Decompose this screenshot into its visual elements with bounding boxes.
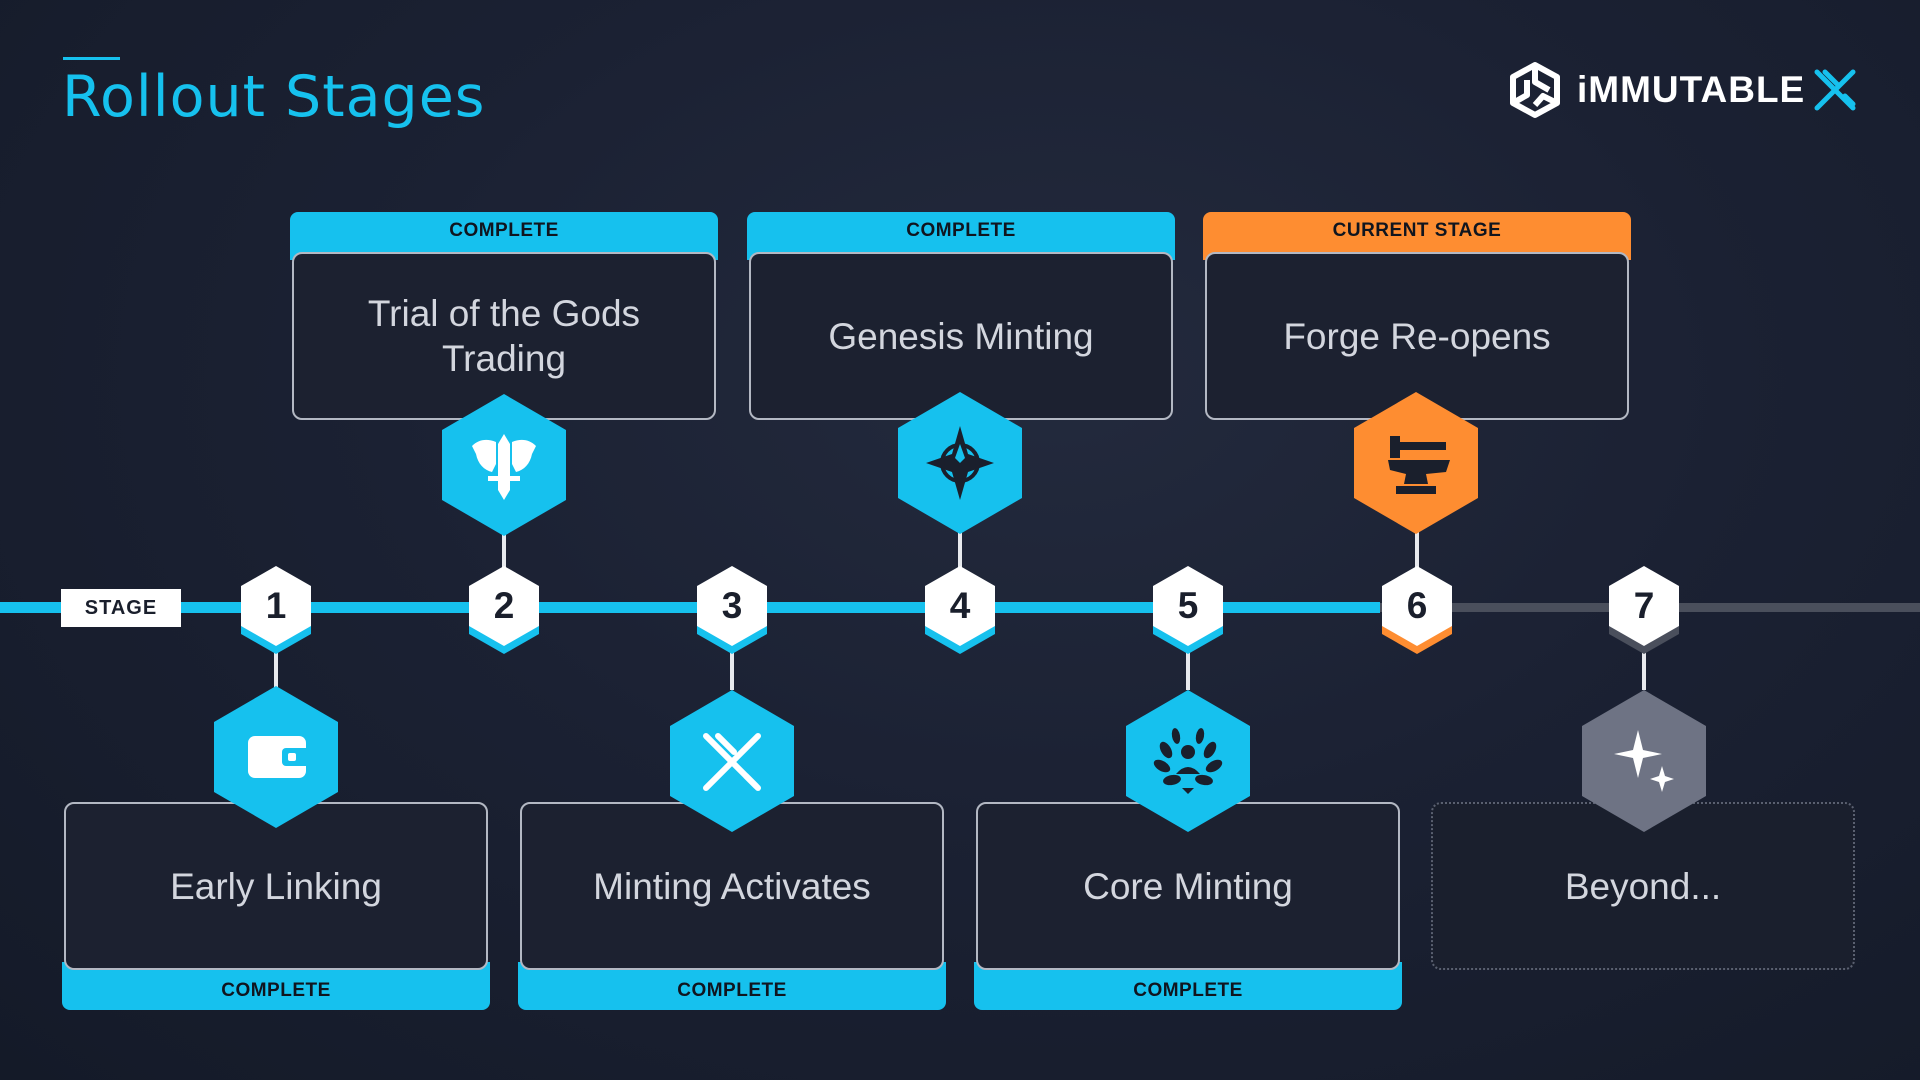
connector-stage-2 (502, 530, 506, 570)
connector-stage-7 (1642, 645, 1646, 690)
brand-logo: iMMUTABLE (1505, 60, 1859, 120)
brand-x-icon (1814, 69, 1856, 111)
connector-stage-3 (730, 645, 734, 690)
stage-number-3-label: 3 (721, 585, 743, 626)
stage-number-6-label: 6 (1406, 585, 1428, 626)
stage-number-5: 5 (1153, 566, 1223, 654)
connector-stage-6 (1415, 530, 1419, 570)
winged-sword-icon (442, 394, 566, 536)
connector-stage-5 (1186, 645, 1190, 690)
stage-6-card: Forge Re-opens (1205, 252, 1629, 420)
stage-number-2: 2 (469, 566, 539, 654)
sparkles-icon (1582, 690, 1706, 832)
wallet-icon (214, 686, 338, 828)
laurel-wreath-icon (1126, 690, 1250, 832)
compass-star-icon (898, 392, 1022, 534)
stage-number-6: 6 (1382, 566, 1452, 654)
stage-number-4-label: 4 (949, 585, 971, 626)
stage-number-7-label: 7 (1633, 585, 1655, 626)
title-underline (63, 57, 120, 60)
page-title: Rollout Stages (62, 64, 486, 130)
stage-number-1: 1 (241, 566, 311, 654)
stage-number-2-label: 2 (493, 585, 515, 626)
stage-number-4: 4 (925, 566, 995, 654)
anvil-icon (1354, 392, 1478, 534)
stage-label: STAGE (61, 589, 181, 627)
timeline-progress (0, 602, 1380, 613)
stage-5-status: COMPLETE (974, 962, 1402, 1010)
stage-number-3: 3 (697, 566, 767, 654)
stage-number-7: 7 (1609, 566, 1679, 654)
connector-stage-1 (274, 645, 278, 690)
stage-number-1-label: 1 (265, 585, 287, 626)
immutable-x-icon (670, 690, 794, 832)
brand-name: iMMUTABLE (1577, 69, 1806, 110)
connector-stage-4 (958, 530, 962, 570)
stage-number-5-label: 5 (1177, 585, 1199, 626)
stage-1-status: COMPLETE (62, 962, 490, 1010)
stage-3-status: COMPLETE (518, 962, 946, 1010)
immutable-logo-icon (1510, 62, 1560, 118)
stage-4-card: Genesis Minting (749, 252, 1173, 420)
stage-1-card: Early Linking (64, 802, 488, 970)
